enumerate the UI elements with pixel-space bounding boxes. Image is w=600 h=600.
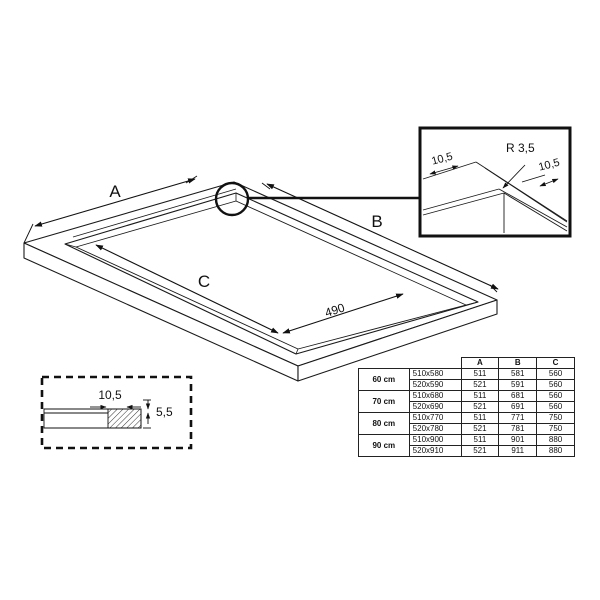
table-row: 70 cm 510x680 511 681 560	[358, 390, 575, 413]
size-cell: 520x690	[408, 401, 462, 413]
column-header-c: C	[536, 357, 575, 369]
dimension-a: A	[23, 175, 198, 244]
table-header-row: A B C	[358, 357, 575, 369]
size-cell: 520x590	[408, 379, 462, 391]
label-b: B	[371, 212, 382, 231]
dimension-490: 490	[282, 293, 404, 334]
column-header-b: B	[498, 357, 538, 369]
dimension-table: A B C 60 cm 510x580 511 581 560 520x590 …	[358, 357, 575, 457]
size-cell: 510x770	[408, 412, 462, 424]
zoom-left-label: 10,5	[430, 151, 454, 168]
width-60: 60 cm	[358, 368, 410, 391]
width-90: 90 cm	[358, 434, 410, 457]
size-cell: 520x910	[408, 445, 462, 457]
table-row: 520x910 521 911 880	[359, 445, 575, 457]
dimension-b: B	[261, 182, 499, 293]
size-cell: 510x580	[408, 368, 462, 380]
section-frame	[40, 375, 193, 450]
label-c: C	[198, 272, 210, 291]
column-header-a: A	[460, 357, 500, 369]
table-row: 80 cm 510x770 511 771 750	[358, 412, 575, 435]
detail-callout	[214, 181, 420, 217]
size-cell: 510x680	[408, 390, 462, 402]
zoom-radius-label: R 3,5	[506, 141, 535, 155]
dimension-c: C	[95, 244, 279, 334]
section-detail: 10,5 5,5	[40, 375, 193, 450]
tray-front-right-side	[297, 299, 498, 382]
width-80: 80 cm	[358, 412, 410, 435]
label-a: A	[109, 182, 121, 201]
size-cell: 520x780	[408, 423, 462, 435]
section-hatched-rim	[107, 408, 142, 429]
zoom-right-label: 10,5	[537, 157, 561, 174]
zoom-detail: 10,5 R 3,5 10,5	[418, 126, 572, 238]
label-490: 490	[323, 300, 347, 320]
table-row: 90 cm 510x900 511 901 880	[358, 434, 575, 457]
width-70: 70 cm	[358, 390, 410, 413]
table-row: 60 cm 510x580 511 581 560	[358, 368, 575, 391]
section-height-label: 5,5	[156, 405, 173, 419]
section-width-label: 10,5	[98, 388, 122, 402]
size-cell: 510x900	[408, 434, 462, 446]
zoom-box	[418, 126, 572, 238]
